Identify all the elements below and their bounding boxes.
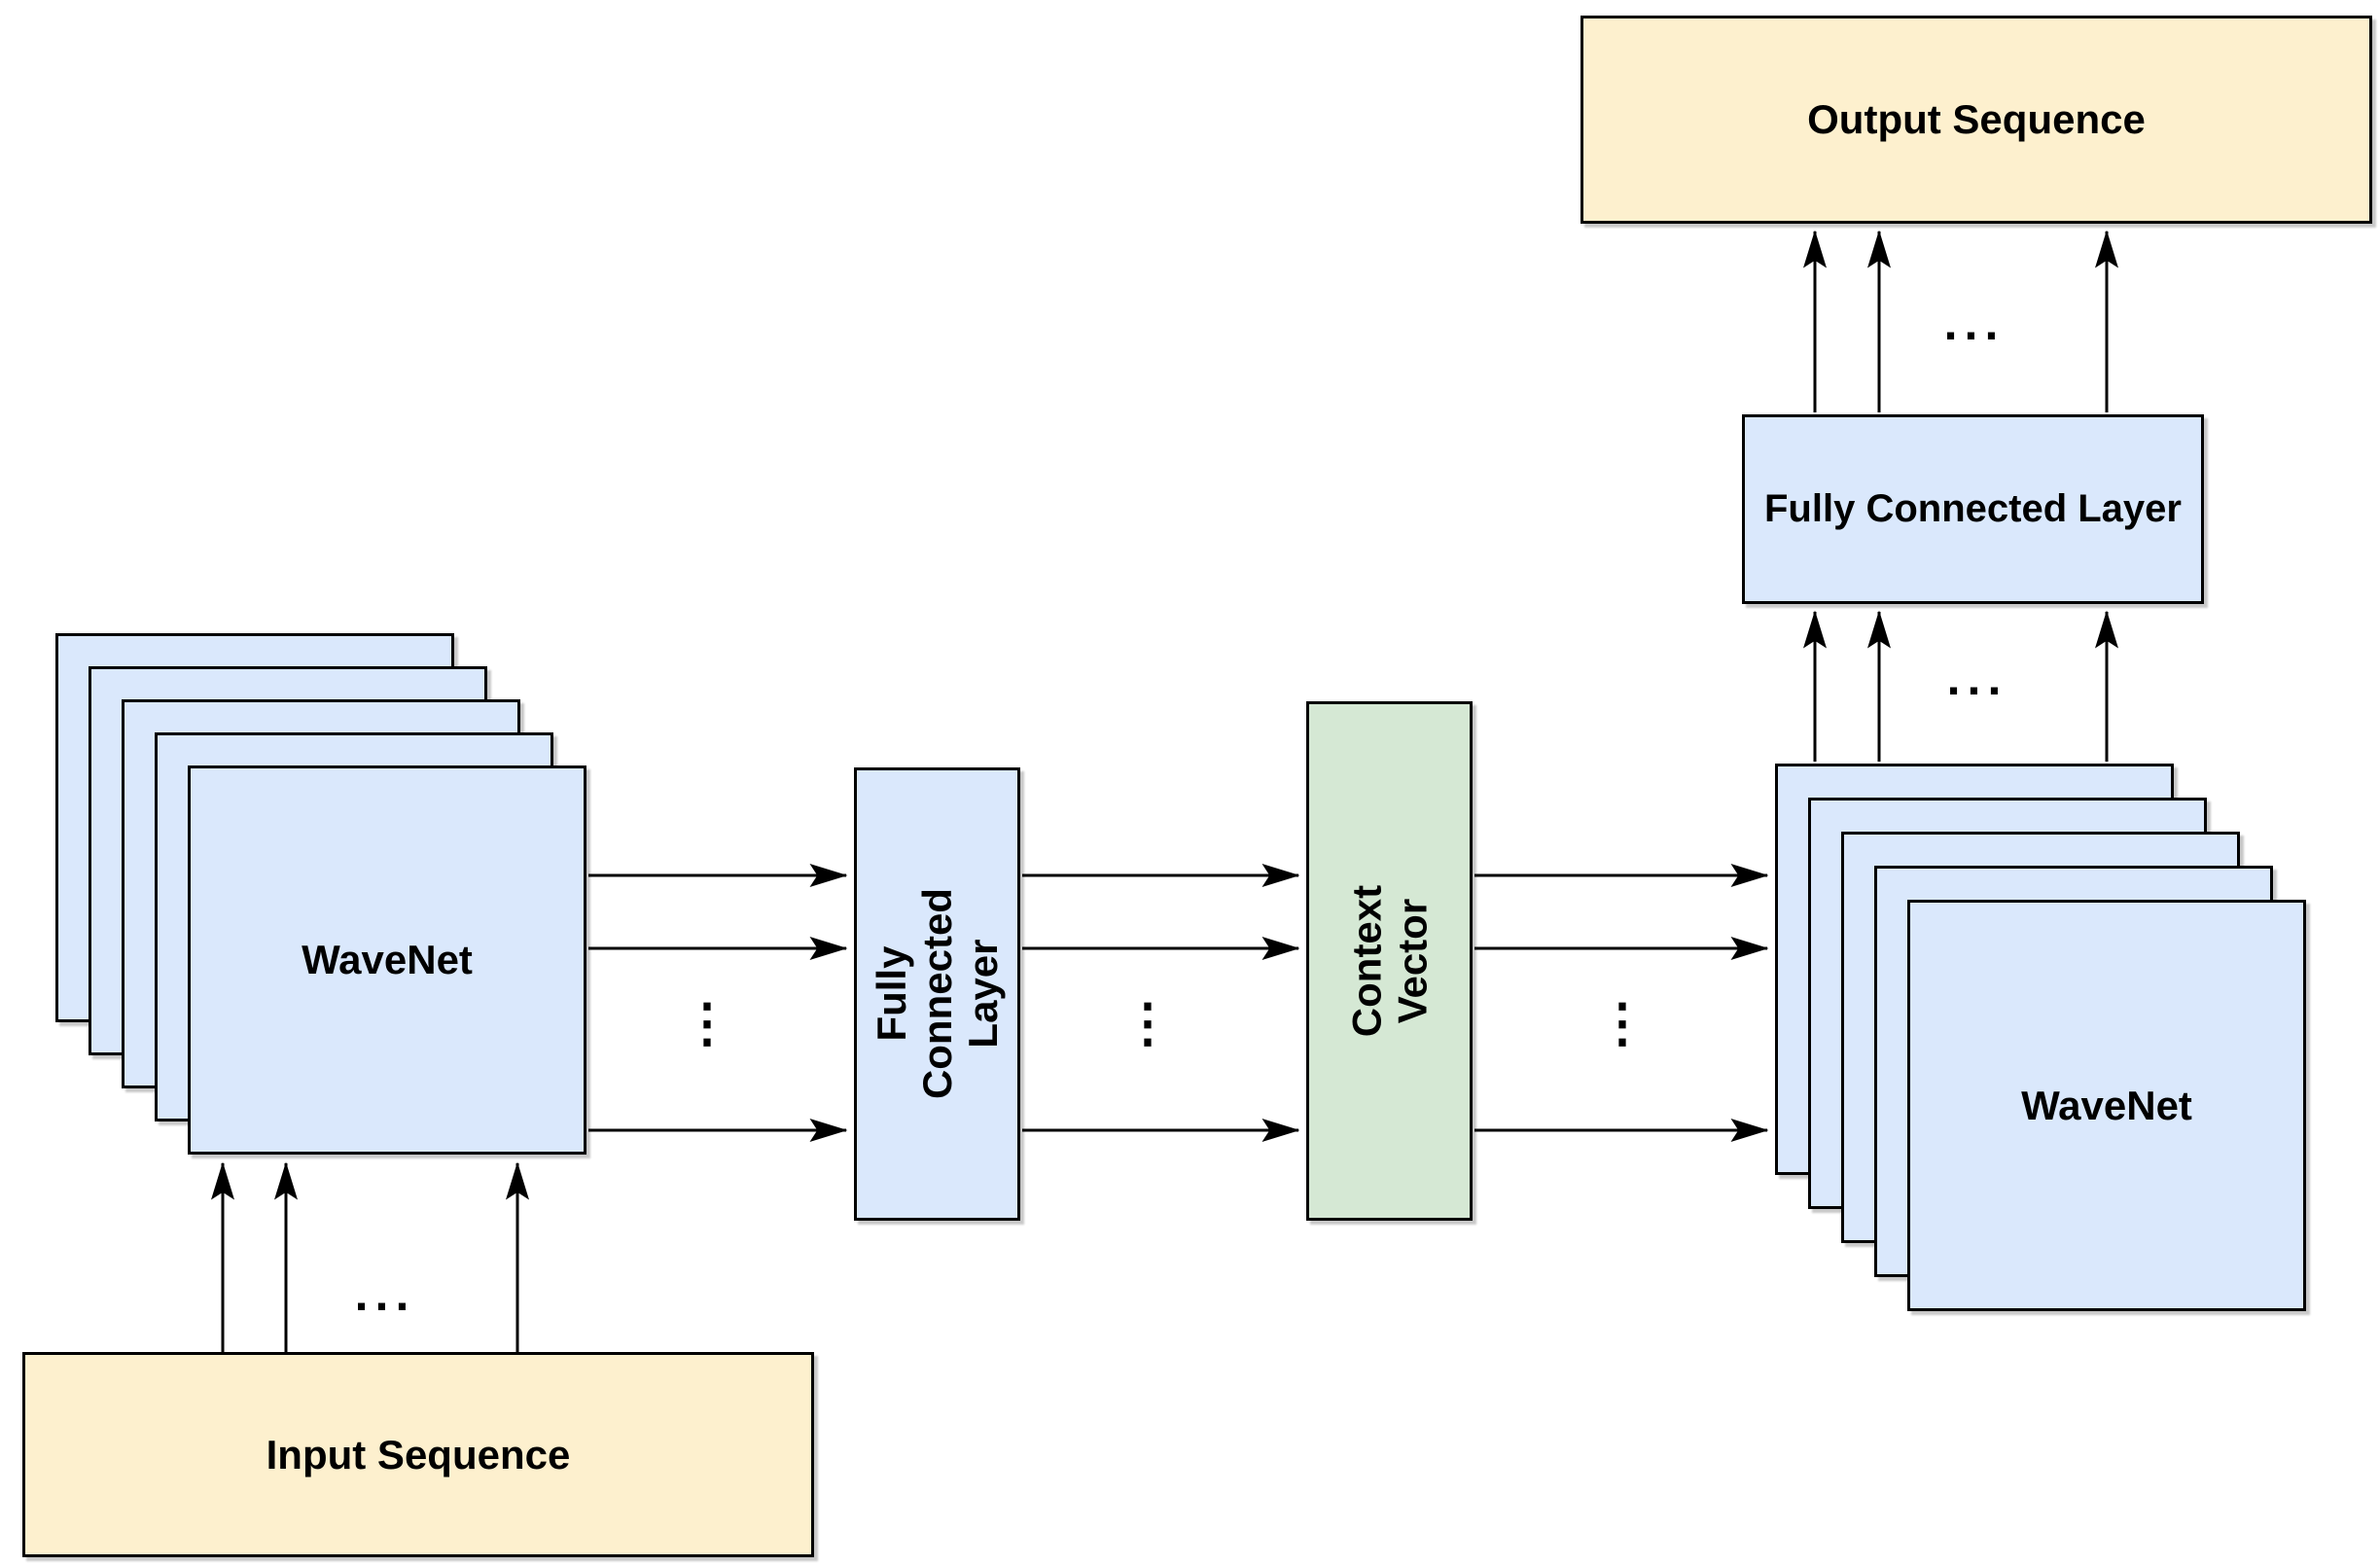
ellipsis-fc-context-arrows: ⋮ xyxy=(1121,994,1174,1052)
output-sequence-label: Output Sequence xyxy=(1807,96,2146,142)
output-sequence-box: Output Sequence xyxy=(1581,16,2372,224)
decoder-fully-connected-box: Fully Connected Layer xyxy=(1742,414,2204,604)
encoder-wavenet-label: WaveNet xyxy=(302,937,473,982)
ellipsis-context-decoder-arrows: ⋮ xyxy=(1596,994,1649,1052)
input-sequence-label: Input Sequence xyxy=(266,1431,571,1477)
decoder-wavenet-box: WaveNet xyxy=(1907,900,2306,1311)
decoder-fully-connected-label: Fully Connected Layer xyxy=(1764,487,2182,530)
encoder-fully-connected-box: Fully Connected Layer xyxy=(854,767,1020,1221)
encoder-fully-connected-label: Fully Connected Layer xyxy=(868,888,1007,1100)
ellipsis-decoder-fc-arrows: ... xyxy=(1946,651,2008,705)
encoder-wavenet-box: WaveNet xyxy=(188,765,586,1155)
ellipsis-fc-output-arrows: ... xyxy=(1943,296,2006,350)
context-vector-box: Context Vector xyxy=(1306,701,1473,1221)
input-sequence-box: Input Sequence xyxy=(22,1352,814,1557)
decoder-wavenet-label: WaveNet xyxy=(2021,1082,2192,1128)
ellipsis-encoder-fc-arrows: ⋮ xyxy=(681,994,733,1052)
ellipsis-input-arrows: ... xyxy=(354,1266,416,1321)
context-vector-label: Context Vector xyxy=(1343,884,1436,1038)
